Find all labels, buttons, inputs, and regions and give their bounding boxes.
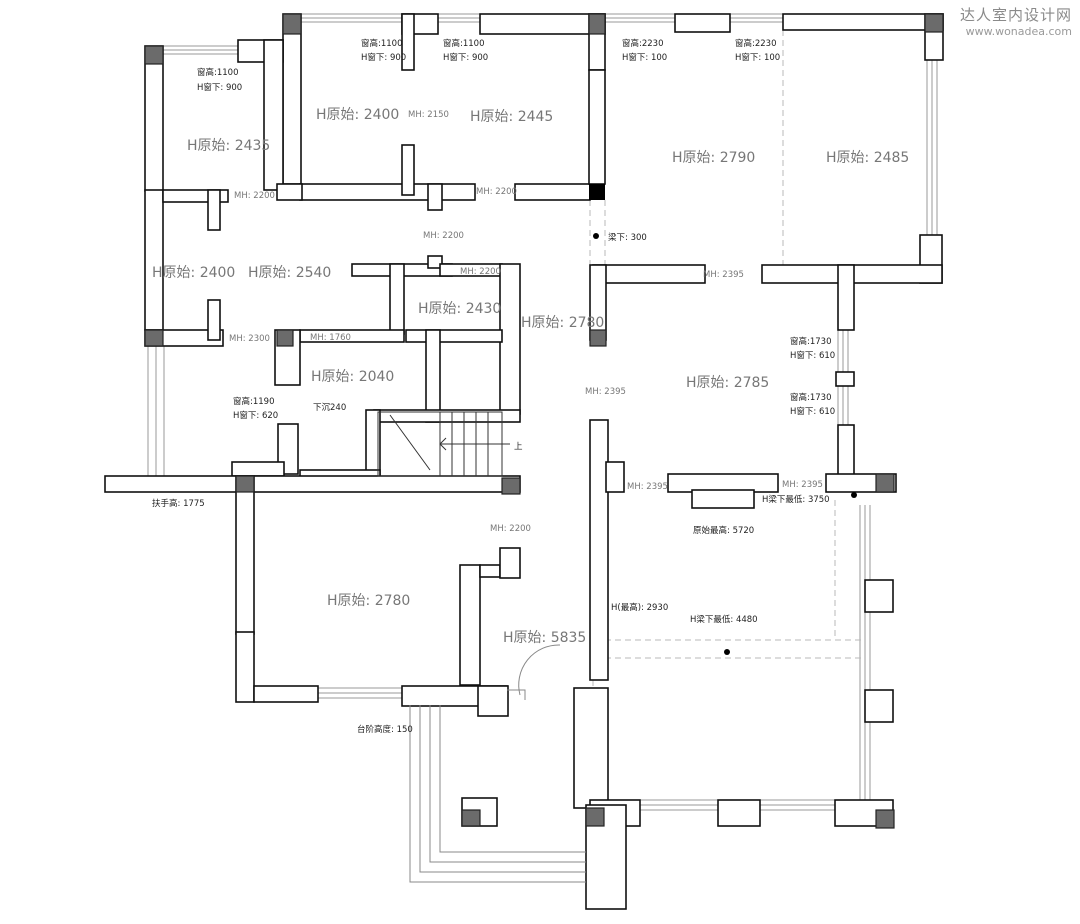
door-height-note: MH: 2395 — [627, 482, 668, 492]
room-height-label: H原始: 2540 — [248, 265, 331, 281]
room-height-label: H原始: 2430 — [418, 301, 501, 317]
door-height-note: MH: 1760 — [310, 333, 351, 343]
room-height-label: H原始: 2780 — [327, 593, 410, 609]
room-height-label: H原始: 2790 — [672, 150, 755, 166]
door-height-note: MH: 2200 — [234, 191, 275, 201]
window-sill-note: H窗下: 610 — [790, 350, 835, 361]
window-height-note: 窗高:2230 — [622, 38, 664, 49]
door-height-note: MH: 2200 — [476, 187, 517, 197]
room-height-label: H原始: 5835 — [503, 630, 586, 646]
door-height-note: MH: 2395 — [782, 480, 823, 490]
room-height-label: H原始: 2435 — [187, 138, 270, 154]
step-height-note: 台阶高度: 150 — [357, 724, 413, 735]
door-height-note: MH: 2395 — [585, 387, 626, 397]
floor-drop-note: 下沉240 — [313, 403, 346, 413]
beam-marker-dot — [724, 649, 730, 655]
window-height-note: 窗高:2230 — [735, 38, 777, 49]
door-height-note: MH: 2395 — [703, 270, 744, 280]
door-height-note: MH: 2300 — [229, 334, 270, 344]
door-height-note: MH: 2200 — [490, 524, 531, 534]
room-height-label: H原始: 2485 — [826, 150, 909, 166]
handrail-note: 扶手高: 1775 — [152, 498, 205, 509]
room-labels: H原始: 2400 H原始: 2445 H原始: 2790 H原始: 2485 … — [152, 107, 909, 646]
window-height-note: 窗高:1730 — [790, 336, 832, 347]
watermark-url: www.wonadea.com — [965, 25, 1072, 38]
window-height-note: 窗高:1100 — [443, 38, 485, 49]
window-sill-note: H窗下: 900 — [197, 82, 242, 93]
watermark: 达人室内设计网 www.wonadea.com — [960, 4, 1072, 38]
room-height-label: H原始: 2445 — [470, 109, 553, 125]
watermark-brand: 达人室内设计网 — [959, 6, 1072, 24]
annotations: 窗高:1100 H窗下: 900 窗高:1100 H窗下: 900 窗高:223… — [152, 38, 835, 735]
beam-marker-dot — [851, 492, 857, 498]
stair-up-label: 上 — [514, 442, 523, 452]
door-height-note: MH: 2150 — [408, 110, 449, 120]
beam-lowest-note: H梁下最低: 3750 — [762, 494, 830, 505]
beam-marker-dot — [593, 233, 599, 239]
room-height-label: H原始: 2040 — [311, 369, 394, 385]
window-height-note: 窗高:1730 — [790, 392, 832, 403]
beam-note: 梁下: 300 — [608, 233, 647, 243]
original-max-note: 原始最高: 5720 — [693, 525, 754, 536]
room-height-label: H原始: 2780 — [521, 315, 604, 331]
staircase — [377, 411, 510, 477]
window-height-note: 窗高:1190 — [233, 396, 275, 407]
window-height-note: 窗高:1100 — [361, 38, 403, 49]
room-height-label: H原始: 2785 — [686, 375, 769, 391]
walls — [104, 13, 944, 910]
columns — [144, 13, 944, 829]
window-sill-note: H窗下: 900 — [443, 52, 488, 63]
window-sill-note: H窗下: 100 — [735, 52, 780, 63]
room-height-label: H原始: 2400 — [316, 107, 399, 123]
door-height-note: MH: 2200 — [460, 267, 501, 277]
beam-lowest-note: H梁下最低: 4480 — [690, 614, 758, 625]
window-sill-note: H窗下: 100 — [622, 52, 667, 63]
door-height-note: MH: 2200 — [423, 231, 464, 241]
window-sill-note: H窗下: 620 — [233, 410, 278, 421]
window-sill-note: H窗下: 610 — [790, 406, 835, 417]
room-height-label: H原始: 2400 — [152, 265, 235, 281]
window-height-note: 窗高:1100 — [197, 67, 239, 78]
window-sill-note: H窗下: 900 — [361, 52, 406, 63]
max-height-note: H(最高): 2930 — [611, 602, 668, 613]
